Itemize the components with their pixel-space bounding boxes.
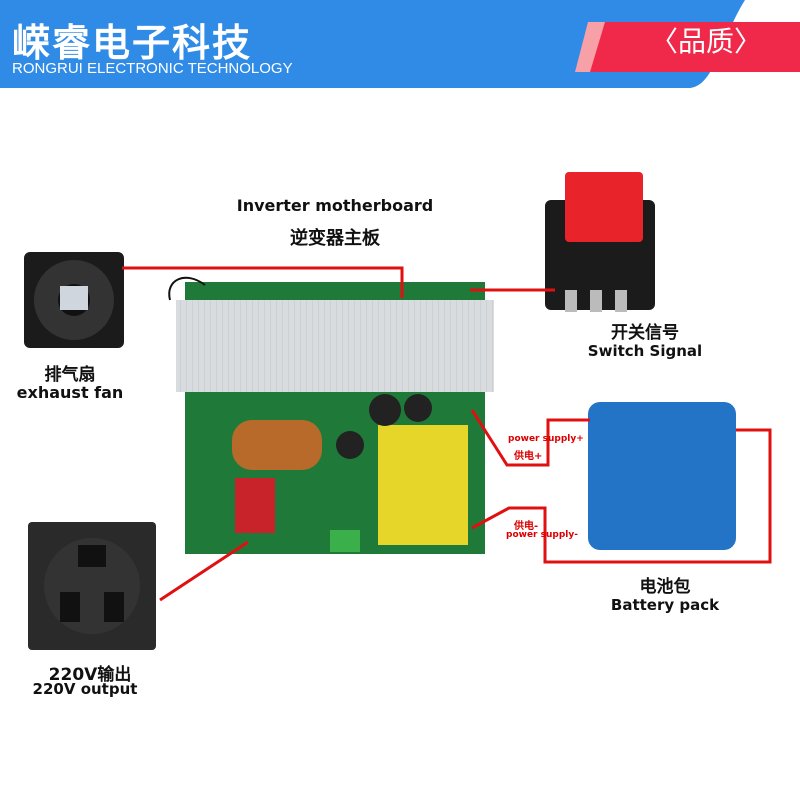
- plus-line: [470, 409, 590, 467]
- inverter-board-image: [168, 276, 494, 554]
- output-line: [159, 540, 249, 602]
- plus-label-cn: 供电+: [514, 451, 543, 462]
- plus-label-en: power supply+: [508, 434, 584, 444]
- badge-background: [585, 22, 800, 72]
- fan-label-en: exhaust fan: [16, 383, 124, 402]
- socket-image: [28, 522, 156, 650]
- battery-label-en: Battery pack: [610, 596, 720, 614]
- brand-name-cn: 嵘睿电子科技: [12, 21, 253, 65]
- fan-label-cn: 排气扇: [44, 365, 96, 385]
- switch-label-en: Switch Signal: [587, 342, 703, 360]
- output-label-en: 220V output: [32, 680, 138, 698]
- brand-name-en: RONGRUI ELECTRONIC TECHNOLOGY: [12, 60, 293, 77]
- fan-line: [122, 266, 404, 298]
- switch-image: [545, 172, 655, 312]
- minus-label-cn: 供电-: [514, 521, 539, 532]
- minus-label-en: power supply-: [506, 530, 578, 540]
- output-label-cn: 220V输出: [48, 665, 132, 685]
- board-label-cn: 逆变器主板: [290, 228, 380, 249]
- header-banner: [0, 0, 745, 88]
- switch-label-cn: 开关信号: [611, 323, 679, 343]
- battery-image: [588, 402, 736, 550]
- fan-image: [24, 252, 124, 348]
- minus-line: [471, 428, 772, 564]
- connection-lines: [122, 266, 772, 602]
- quality-badge: 〈品质〉: [650, 25, 763, 58]
- board-label-en: Inverter motherboard: [236, 196, 434, 215]
- battery-label-cn: 电池包: [639, 577, 691, 597]
